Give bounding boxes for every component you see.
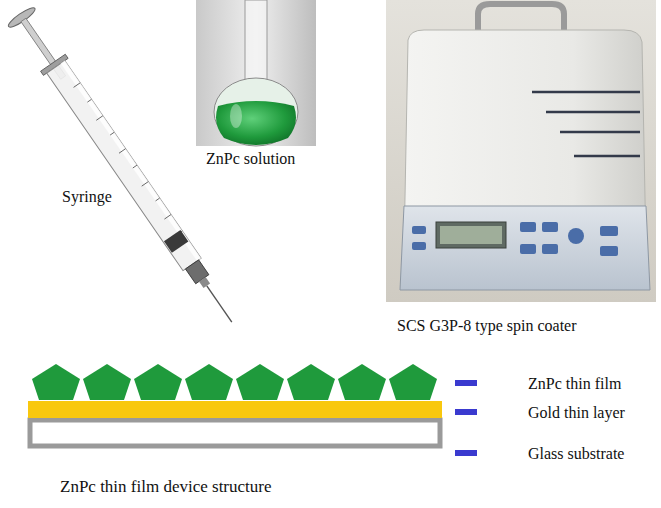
- photo-label: Syringe: [62, 188, 112, 206]
- device-structure: [28, 364, 442, 446]
- zinc-phthalocyanine-grain: [185, 364, 233, 400]
- zinc-phthalocyanine-grain: [236, 364, 284, 400]
- legend-text: Glass substrate: [528, 445, 624, 463]
- legend-swatch: [455, 380, 477, 386]
- zinc-phthalocyanine-grain: [287, 364, 335, 400]
- legend-text: ZnPc thin film: [528, 375, 621, 393]
- flask-photo: [196, 0, 316, 146]
- zinc-phthalocyanine-grain: [83, 364, 131, 400]
- spin-coater-photo: [386, 0, 656, 302]
- legend-swatch: [455, 409, 477, 415]
- legend-text: Gold thin layer: [528, 404, 625, 422]
- photo-label: ZnPc solution: [206, 150, 295, 168]
- legend-swatch: [455, 450, 477, 456]
- zinc-phthalocyanine-grain: [389, 364, 437, 400]
- zinc-phthalocyanine-grain: [338, 364, 386, 400]
- zinc-phthalocyanine-grain: [134, 364, 182, 400]
- zinc-phthalocyanine-grain: [32, 364, 80, 400]
- photo-label: SCS G3P-8 type spin coater: [397, 317, 577, 335]
- figure-caption: ZnPc thin film device structure: [60, 478, 272, 497]
